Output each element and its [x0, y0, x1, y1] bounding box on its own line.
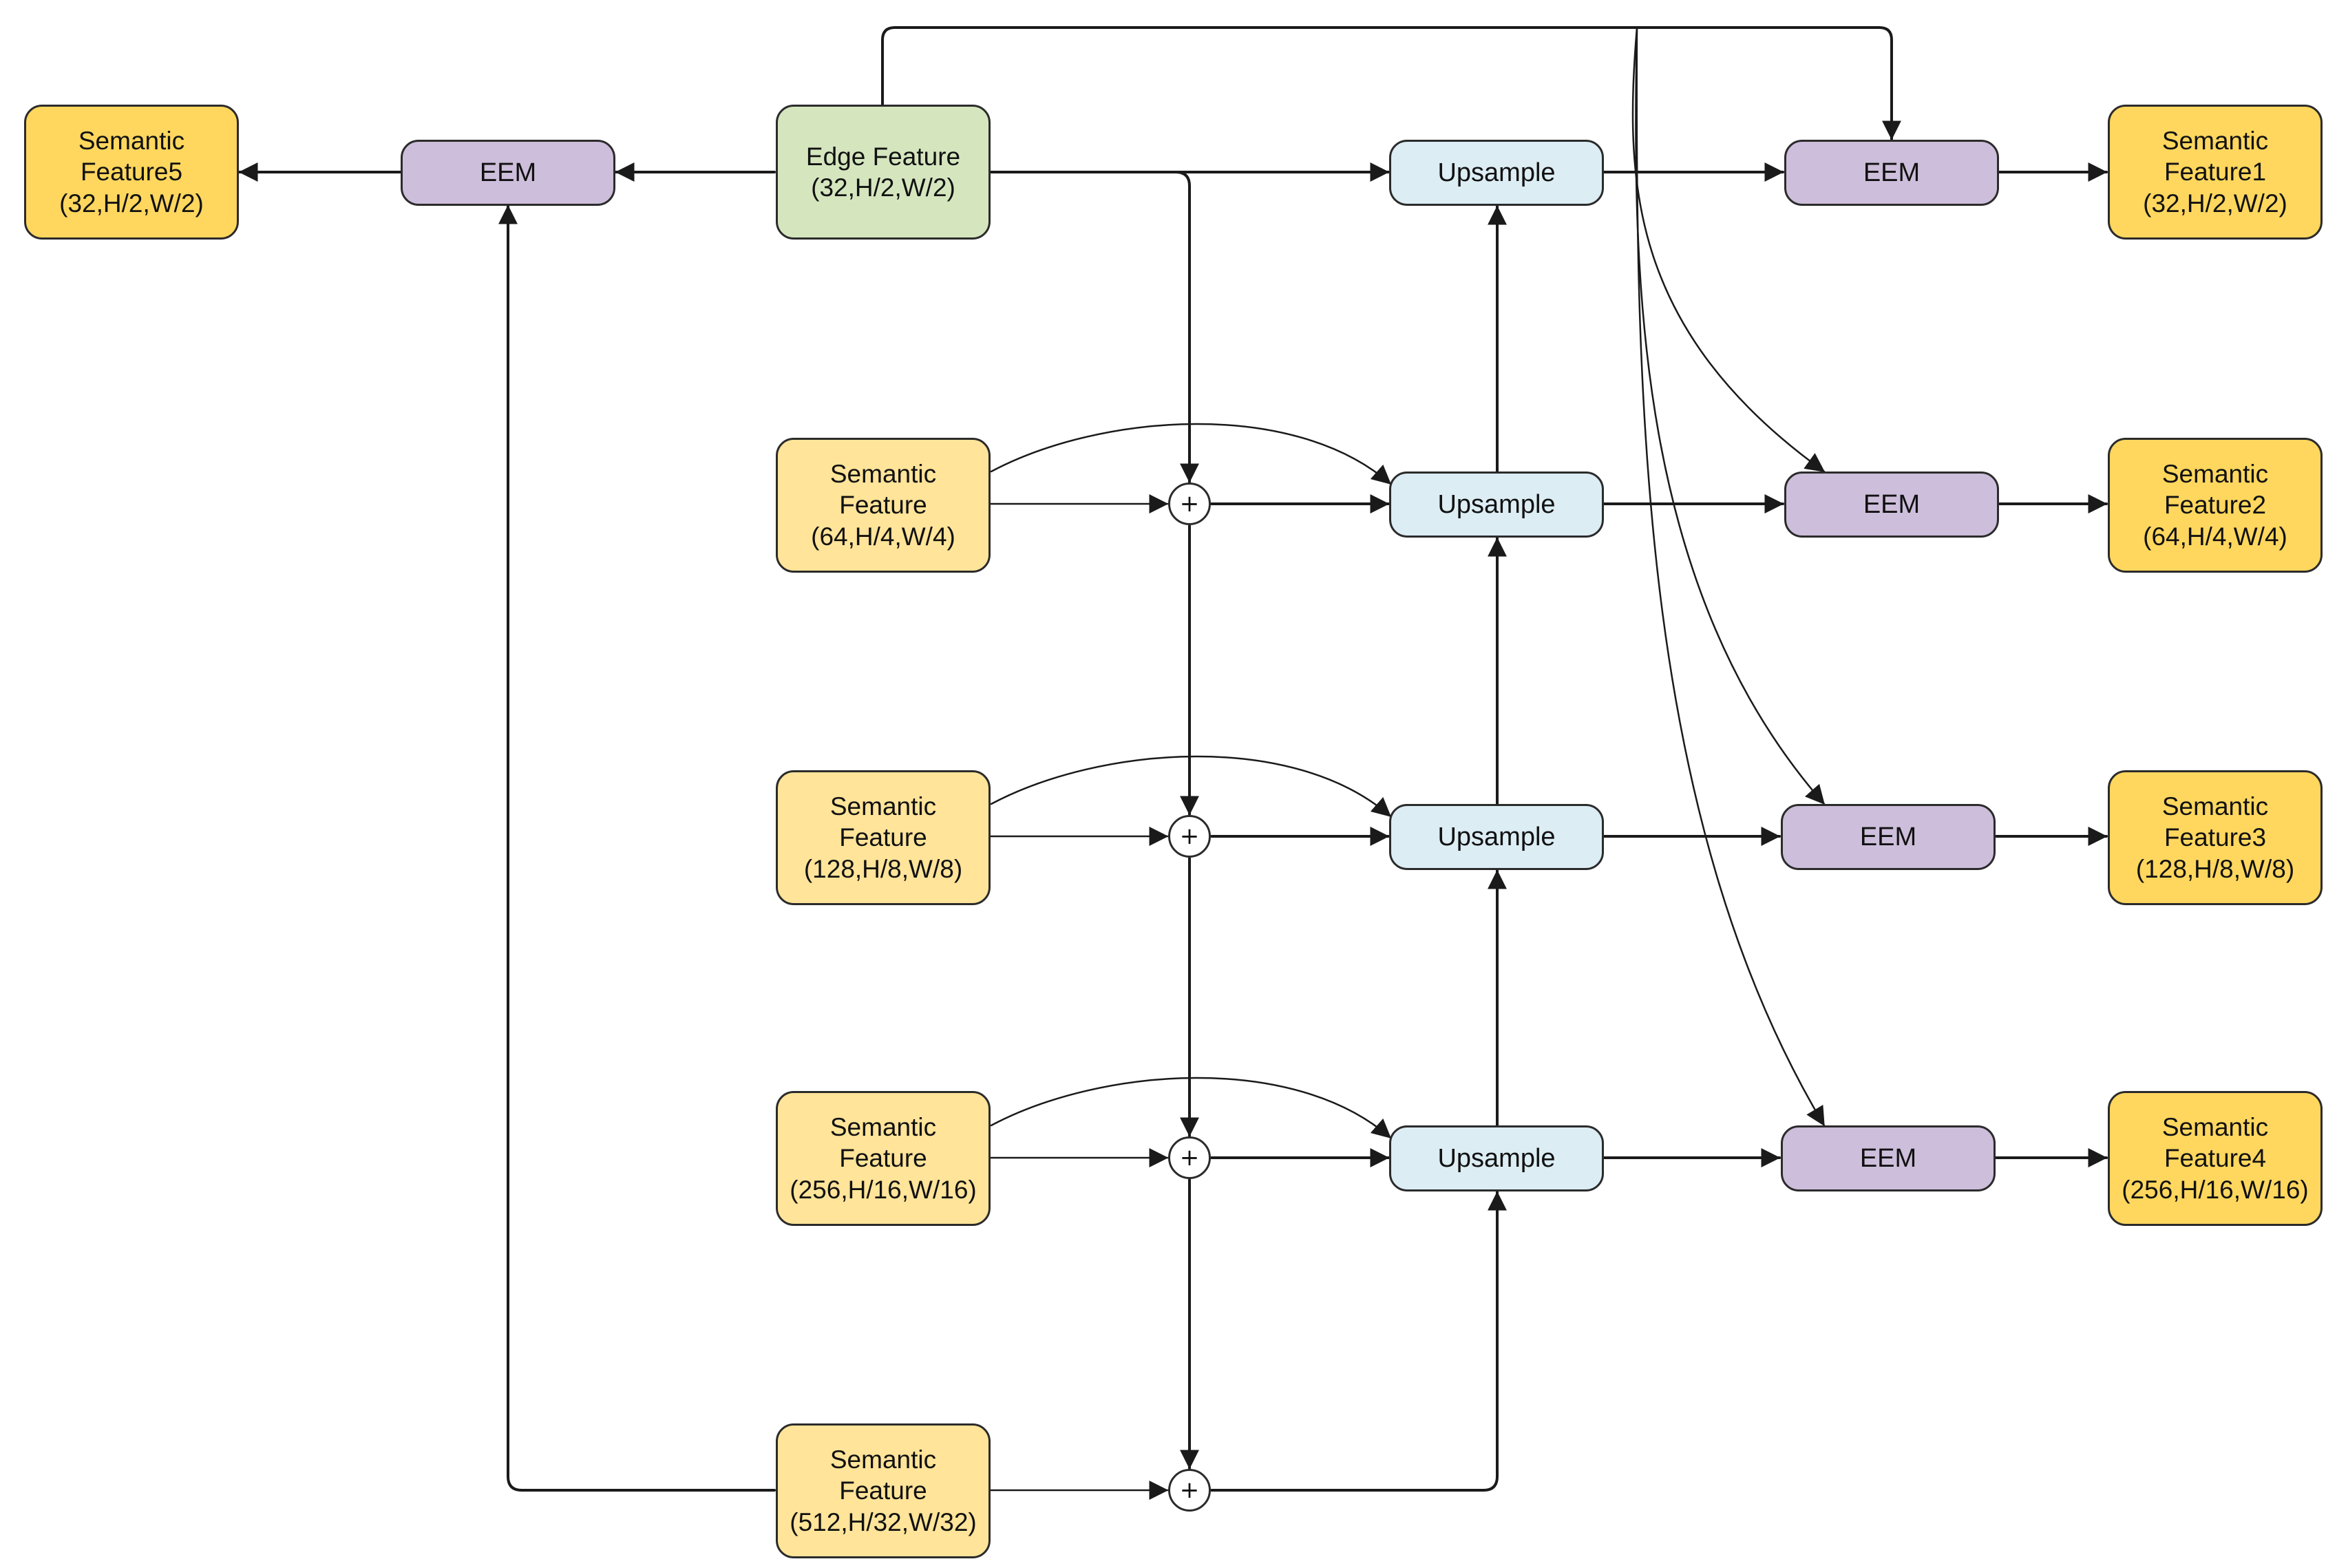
eem-left-node: EEM [401, 140, 615, 206]
plus-symbol: + [1179, 1144, 1200, 1172]
node-label-line1: Semantic [829, 460, 937, 489]
node-label-line1: Semantic [78, 127, 185, 156]
edge-feature-title: Edge Feature [805, 142, 961, 171]
eem-label: EEM [1863, 489, 1921, 519]
plus-symbol: + [1179, 1476, 1200, 1504]
node-label-line1: Semantic [2161, 792, 2269, 821]
arrow-edge-down-bus [988, 171, 1199, 483]
node-label-line2: Feature4 [2164, 1144, 2267, 1173]
semantic-feature5-node: Semantic Feature5 (32,H/2,W/2) [24, 105, 239, 240]
node-label-line1: Semantic [2161, 127, 2269, 156]
node-label-shape: (256,H/16,W/16) [2122, 1175, 2309, 1204]
upsample-label: Upsample [1437, 1143, 1556, 1173]
semantic-feature4-node: Semantic Feature4 (256,H/16,W/16) [2108, 1091, 2323, 1226]
upsample-label: Upsample [1437, 489, 1556, 519]
sum-node-2: + [1168, 815, 1211, 858]
semantic-input-256-node: Semantic Feature (256,H/16,W/16) [776, 1091, 991, 1226]
node-label-line1: Semantic [829, 1445, 937, 1474]
node-label-line2: Feature [839, 491, 927, 520]
sum-node-3: + [1168, 1136, 1211, 1179]
node-label-line1: Semantic [829, 1113, 937, 1142]
node-label-shape: (32,H/2,W/2) [2143, 189, 2287, 218]
eem-label: EEM [1859, 822, 1917, 851]
node-label-shape: (128,H/8,W/8) [2135, 854, 2295, 883]
upsample-3-node: Upsample [1389, 804, 1604, 870]
node-label-line2: Feature1 [2164, 158, 2267, 187]
arrow-edge-fanout-to-eem4 [1636, 26, 1826, 1127]
eem-label: EEM [1863, 158, 1921, 187]
semantic-input-64-node: Semantic Feature (64,H/4,W/4) [776, 438, 991, 573]
node-label-line2: Feature [839, 823, 927, 852]
upsample-1-node: Upsample [1389, 140, 1604, 206]
arrow-sem128-curve-to-upsample3 [990, 755, 1392, 818]
node-label-line1: Semantic [829, 792, 937, 821]
node-label-shape: (512,H/32,W/32) [790, 1507, 977, 1536]
eem-1-node: EEM [1784, 140, 1999, 206]
upsample-label: Upsample [1437, 822, 1556, 851]
arrow-sem256-curve-to-upsample4 [990, 1077, 1392, 1139]
arrow-sem512-loop-to-eem-left [498, 204, 776, 1492]
semantic-feature1-node: Semantic Feature1 (32,H/2,W/2) [2108, 105, 2323, 240]
eem-label: EEM [479, 158, 537, 187]
node-label-shape: (64,H/4,W/4) [811, 522, 955, 551]
eem-4-node: EEM [1781, 1125, 1996, 1191]
edge-feature-shape: (32,H/2,W/2) [811, 173, 955, 202]
semantic-input-128-node: Semantic Feature (128,H/8,W/8) [776, 770, 991, 905]
arrow-sem64-curve-to-upsample2 [990, 423, 1392, 485]
node-label-shape: (128,H/8,W/8) [803, 854, 963, 883]
arrow-edge-fanout-to-eem3 [1635, 26, 1826, 805]
semantic-feature3-node: Semantic Feature3 (128,H/8,W/8) [2108, 770, 2323, 905]
node-label-line1: Semantic [2161, 1113, 2269, 1142]
node-label-shape: (32,H/2,W/2) [59, 189, 204, 218]
upsample-4-node: Upsample [1389, 1125, 1604, 1191]
upsample-label: Upsample [1437, 158, 1556, 187]
node-label-line2: Feature2 [2164, 491, 2267, 520]
eem-2-node: EEM [1784, 472, 1999, 538]
eem-label: EEM [1859, 1143, 1917, 1173]
arrow-edge-fanout-to-eem2 [1631, 26, 1826, 473]
sum-node-4: + [1168, 1469, 1211, 1512]
sum-node-1: + [1168, 483, 1211, 525]
semantic-feature2-node: Semantic Feature2 (64,H/4,W/4) [2108, 438, 2323, 573]
node-label-line2: Feature [839, 1476, 927, 1505]
node-label-line2: Feature5 [80, 158, 183, 187]
node-label-line2: Feature3 [2164, 823, 2267, 852]
arrow-edge-top-loop-to-eem1 [881, 26, 1901, 140]
upsample-2-node: Upsample [1389, 472, 1604, 538]
node-label-line2: Feature [839, 1144, 927, 1173]
node-label-line1: Semantic [2161, 460, 2269, 489]
semantic-input-512-node: Semantic Feature (512,H/32,W/32) [776, 1423, 991, 1558]
edge-feature-node: Edge Feature (32,H/2,W/2) [776, 105, 991, 240]
node-label-shape: (64,H/4,W/4) [2143, 522, 2287, 551]
eem-3-node: EEM [1781, 804, 1996, 870]
arrow-sum4-to-upsample4 [1210, 1191, 1507, 1492]
plus-symbol: + [1179, 823, 1200, 850]
plus-symbol: + [1179, 490, 1200, 518]
node-label-shape: (256,H/16,W/16) [790, 1175, 977, 1204]
